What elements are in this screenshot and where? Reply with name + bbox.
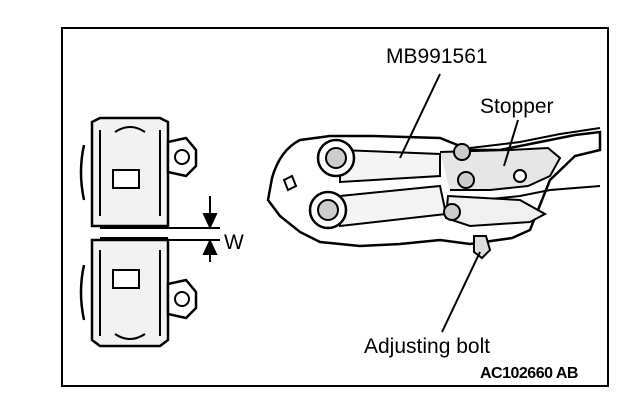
gap-label: W xyxy=(224,231,244,254)
leader-stopper xyxy=(503,119,519,167)
adjusting-bolt-label: Adjusting bolt xyxy=(364,335,491,358)
figure-frame xyxy=(61,27,609,387)
pulley-assembly xyxy=(79,116,198,348)
leader-lines xyxy=(399,73,519,333)
figure-code: AC102660 AB xyxy=(480,365,578,382)
gap-dimension xyxy=(160,196,220,262)
leader-tool xyxy=(399,73,441,159)
special-tool xyxy=(266,127,602,260)
stopper-label: Stopper xyxy=(480,95,554,118)
leader-adjusting-bolt xyxy=(441,251,481,333)
tool-number-label: MB991561 xyxy=(386,45,488,68)
